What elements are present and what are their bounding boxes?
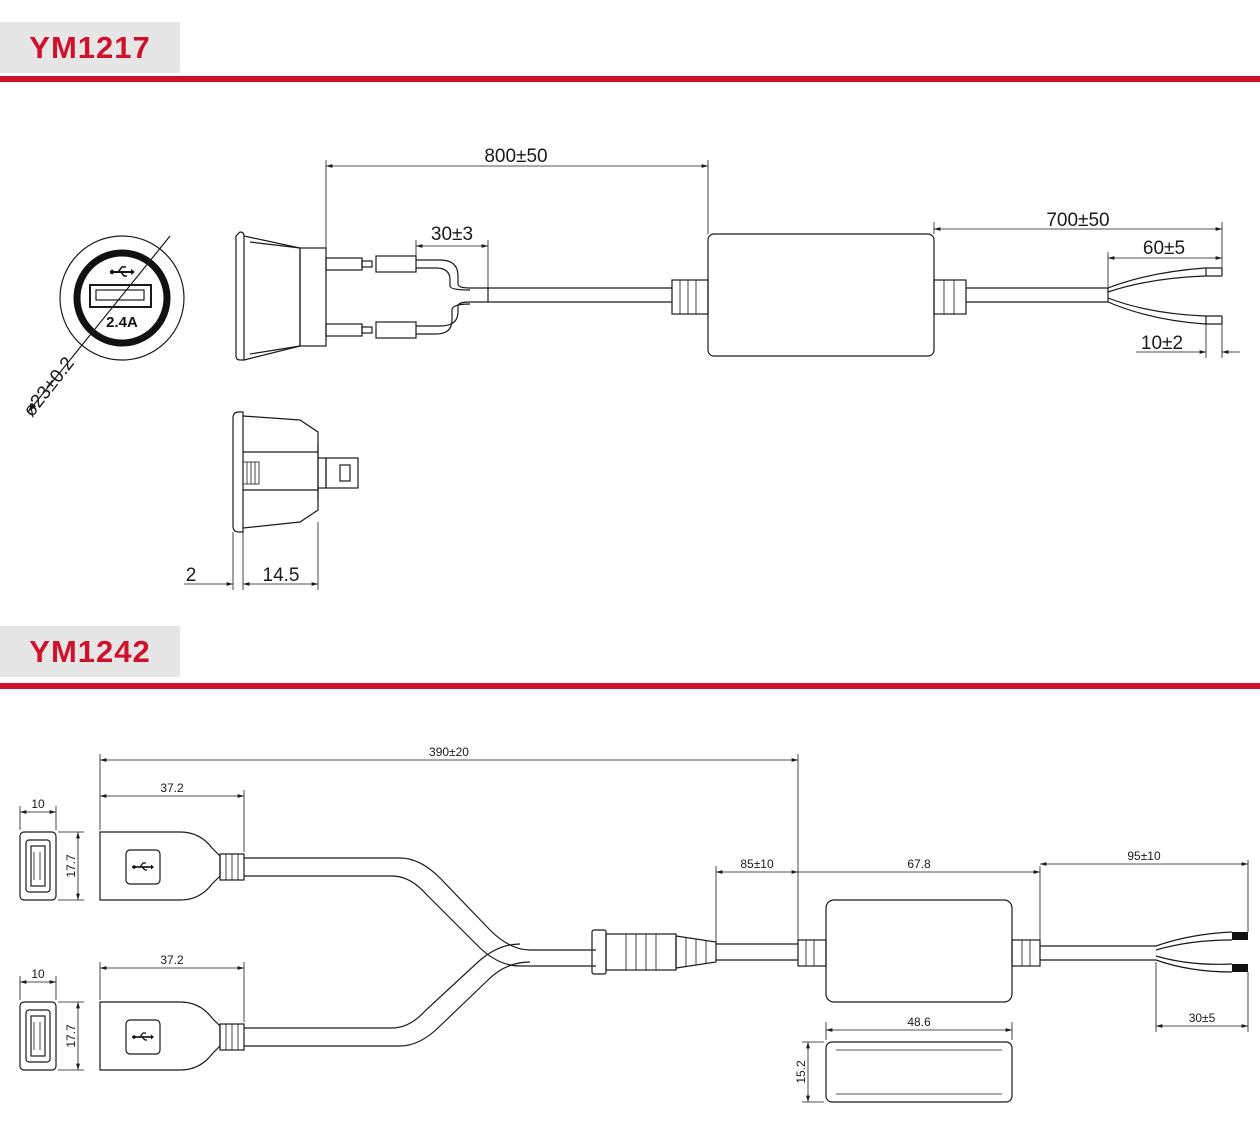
diameter-dim: ø23±0.2 xyxy=(19,353,78,421)
box-side-length: 48.6 xyxy=(907,1015,931,1029)
plug-height-1: 17.7 xyxy=(64,854,78,878)
strip-dim: 30±5 xyxy=(1189,1011,1216,1025)
socket-side-view xyxy=(235,231,1223,361)
usb-connector-1: 37.2 xyxy=(99,781,245,901)
connector-length-1: 37.2 xyxy=(160,781,184,795)
lead-length: 95±10 xyxy=(1127,849,1161,863)
converter-side-view: 48.6 15.2 xyxy=(794,1015,1013,1103)
output-cable-dim: 700±50 xyxy=(1046,210,1109,231)
usb-logo-icon xyxy=(109,266,135,277)
y-cable xyxy=(244,857,1248,1047)
connector-length-2: 37.2 xyxy=(160,953,184,967)
cable-to-box: 85±10 xyxy=(740,857,774,871)
model-title-ym1217: YM1217 xyxy=(29,30,151,65)
strip-length-dim: 10±2 xyxy=(1141,333,1183,354)
socket-depth-view: 2 14.5 xyxy=(184,411,359,590)
body-depth-dim: 14.5 xyxy=(263,565,300,586)
flange-dim: 2 xyxy=(186,565,197,586)
box-length: 67.8 xyxy=(907,857,931,871)
section-divider-ym1242 xyxy=(0,683,1260,689)
wire-split-dim: 60±5 xyxy=(1143,238,1185,259)
section-tab-ym1242 xyxy=(0,626,180,677)
socket-front-view: 2.4A ø23±0.2 xyxy=(19,235,185,421)
section-tab-ym1217 xyxy=(0,22,180,73)
section-divider-ym1217 xyxy=(0,76,1260,82)
box-side-height: 15.2 xyxy=(794,1060,808,1084)
usb-connector-2: 37.2 xyxy=(99,953,245,1071)
socket-rating-label: 2.4A xyxy=(106,314,138,331)
usb-logo-icon xyxy=(132,1032,154,1041)
total-length-dim: 800±50 xyxy=(484,146,547,167)
y-total-length: 390±20 xyxy=(429,745,469,759)
model-title-ym1242: YM1242 xyxy=(29,634,151,669)
plug-height-2: 17.7 xyxy=(64,1024,78,1048)
usb-end-view-2: 10 17.7 xyxy=(19,967,84,1071)
usb-logo-icon xyxy=(132,862,154,871)
plug-width-2: 10 xyxy=(31,967,45,981)
ym1217-dimensions: 800±50 30±3 700±50 60±5 10±2 xyxy=(325,146,1240,358)
plug-width-1: 10 xyxy=(31,797,45,811)
terminal-length-dim: 30±3 xyxy=(431,224,473,245)
ym1242-dimensions: 390±20 85±10 67.8 95±10 30±5 xyxy=(99,745,1249,1032)
usb-end-view-1: 10 17.7 xyxy=(19,797,84,901)
